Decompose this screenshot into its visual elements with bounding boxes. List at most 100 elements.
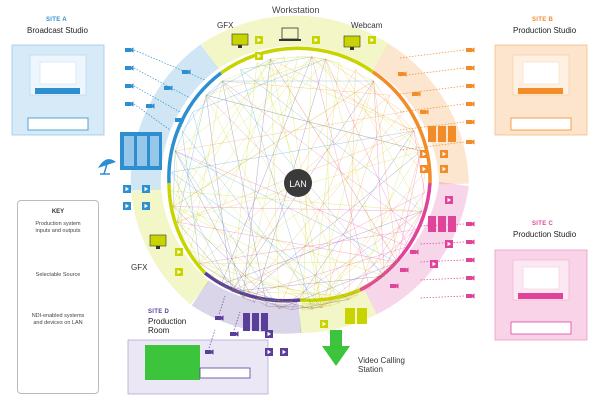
- connection-line: [312, 287, 370, 310]
- video-call-arrow-icon: [322, 330, 350, 366]
- connection-line: [325, 58, 409, 247]
- source-play-icon: [280, 348, 288, 356]
- video-calling-icon: [345, 308, 367, 324]
- camera-icon: [466, 139, 475, 145]
- site-c-rack-icon: [428, 216, 456, 232]
- source-play-icon: [255, 36, 263, 44]
- connection-line: [171, 56, 313, 192]
- camera-icon: [466, 119, 475, 125]
- video-calling-label: Video Calling Station: [358, 356, 405, 374]
- connection-line: [173, 206, 349, 300]
- gfx-left-label: GFX: [131, 263, 148, 272]
- connection-line: [302, 308, 313, 311]
- connection-line: [190, 80, 223, 251]
- connection-line: [176, 95, 207, 222]
- connection-line: [199, 229, 417, 264]
- source-play-icon: [142, 202, 150, 210]
- connection-line: [221, 283, 313, 310]
- connection-line: [321, 302, 340, 309]
- workstation-monitor-icon: [343, 35, 361, 50]
- camera-icon: [420, 109, 429, 115]
- connection-line: [172, 150, 176, 207]
- connection-line: [174, 150, 332, 306]
- camera-icon: [175, 117, 184, 123]
- connection-line: [240, 69, 422, 212]
- connection-line: [321, 150, 422, 308]
- connection-line: [297, 55, 326, 60]
- source-icons: [123, 36, 453, 356]
- source-play-icon: [175, 268, 183, 276]
- camera-icon: [466, 65, 475, 71]
- dotted-link: [419, 259, 465, 263]
- connection-line: [357, 130, 415, 296]
- connection-line: [176, 56, 313, 223]
- inner-ring-video: [299, 288, 361, 303]
- dotted-link: [399, 49, 465, 59]
- legend-item-ndi: NDI-enabled systems and devices on LAN: [31, 313, 85, 326]
- webcam-label: Webcam: [351, 21, 383, 30]
- ring-segment-site-a: [130, 44, 219, 191]
- dotted-link: [419, 241, 465, 245]
- connection-line: [192, 111, 244, 298]
- connection-line: [174, 55, 299, 152]
- connection-line: [205, 95, 313, 310]
- connection-line: [311, 56, 340, 64]
- dotted-link: [419, 223, 465, 227]
- source-play-icon: [265, 348, 273, 356]
- connection-line: [302, 211, 422, 311]
- camera-icon: [182, 69, 191, 75]
- connection-line: [176, 221, 244, 298]
- connection-line: [242, 297, 331, 306]
- connection-line: [174, 150, 255, 303]
- connection-line: [173, 206, 422, 212]
- connection-line: [182, 80, 223, 131]
- connection-line: [338, 62, 423, 212]
- camera-icon: [466, 83, 475, 89]
- site-b-studio: [494, 44, 588, 136]
- source-play-icon: [430, 260, 438, 268]
- camera-icon: [390, 283, 399, 289]
- legend-item-production: Production system inputs and outputs: [35, 221, 81, 234]
- dotted-link: [233, 311, 241, 331]
- camera-icon: [398, 71, 407, 77]
- connection-line: [172, 58, 271, 207]
- connection-line: [325, 58, 385, 277]
- connection-line: [176, 58, 271, 223]
- camera-icon: [466, 239, 475, 245]
- site-a-rack-icon: [120, 132, 162, 170]
- connection-line: [242, 246, 409, 298]
- inner-ring: [167, 46, 432, 303]
- connection-line: [312, 275, 385, 310]
- connection-line: [312, 172, 425, 310]
- connection-line: [175, 111, 404, 152]
- connection-line: [291, 130, 415, 310]
- connection-line: [242, 150, 422, 298]
- site-a-name: Broadcast Studio: [27, 26, 88, 35]
- connection-line: [291, 299, 349, 311]
- source-play-icon: [445, 240, 453, 248]
- site-b-rack-icon: [428, 126, 456, 142]
- ring-segment-video-call: [299, 287, 377, 333]
- camera-icons: [125, 47, 475, 355]
- connection-line: [397, 211, 423, 263]
- inner-ring-site-c: [359, 182, 432, 292]
- gfx-top-label: GFX: [217, 21, 234, 30]
- camera-icon: [125, 47, 134, 53]
- legend-key: KEY Production system inputs and outputs…: [17, 200, 99, 394]
- connection-line: [174, 150, 280, 309]
- connection-line: [231, 275, 385, 292]
- connection-line: [205, 95, 233, 292]
- connection-line: [190, 250, 200, 264]
- connection-line: [270, 58, 398, 263]
- connection-line: [311, 62, 340, 310]
- connection-line: [221, 56, 313, 285]
- connection-line: [278, 211, 422, 309]
- site-d-name: Production Room: [148, 317, 187, 335]
- camera-icon: [466, 47, 475, 53]
- inner-ring-site-b: [372, 70, 432, 184]
- dotted-link: [133, 103, 171, 131]
- connection-line: [172, 206, 200, 264]
- source-play-icon: [123, 185, 131, 193]
- source-play-icon: [420, 165, 428, 173]
- workstation-title: Workstation: [272, 5, 320, 15]
